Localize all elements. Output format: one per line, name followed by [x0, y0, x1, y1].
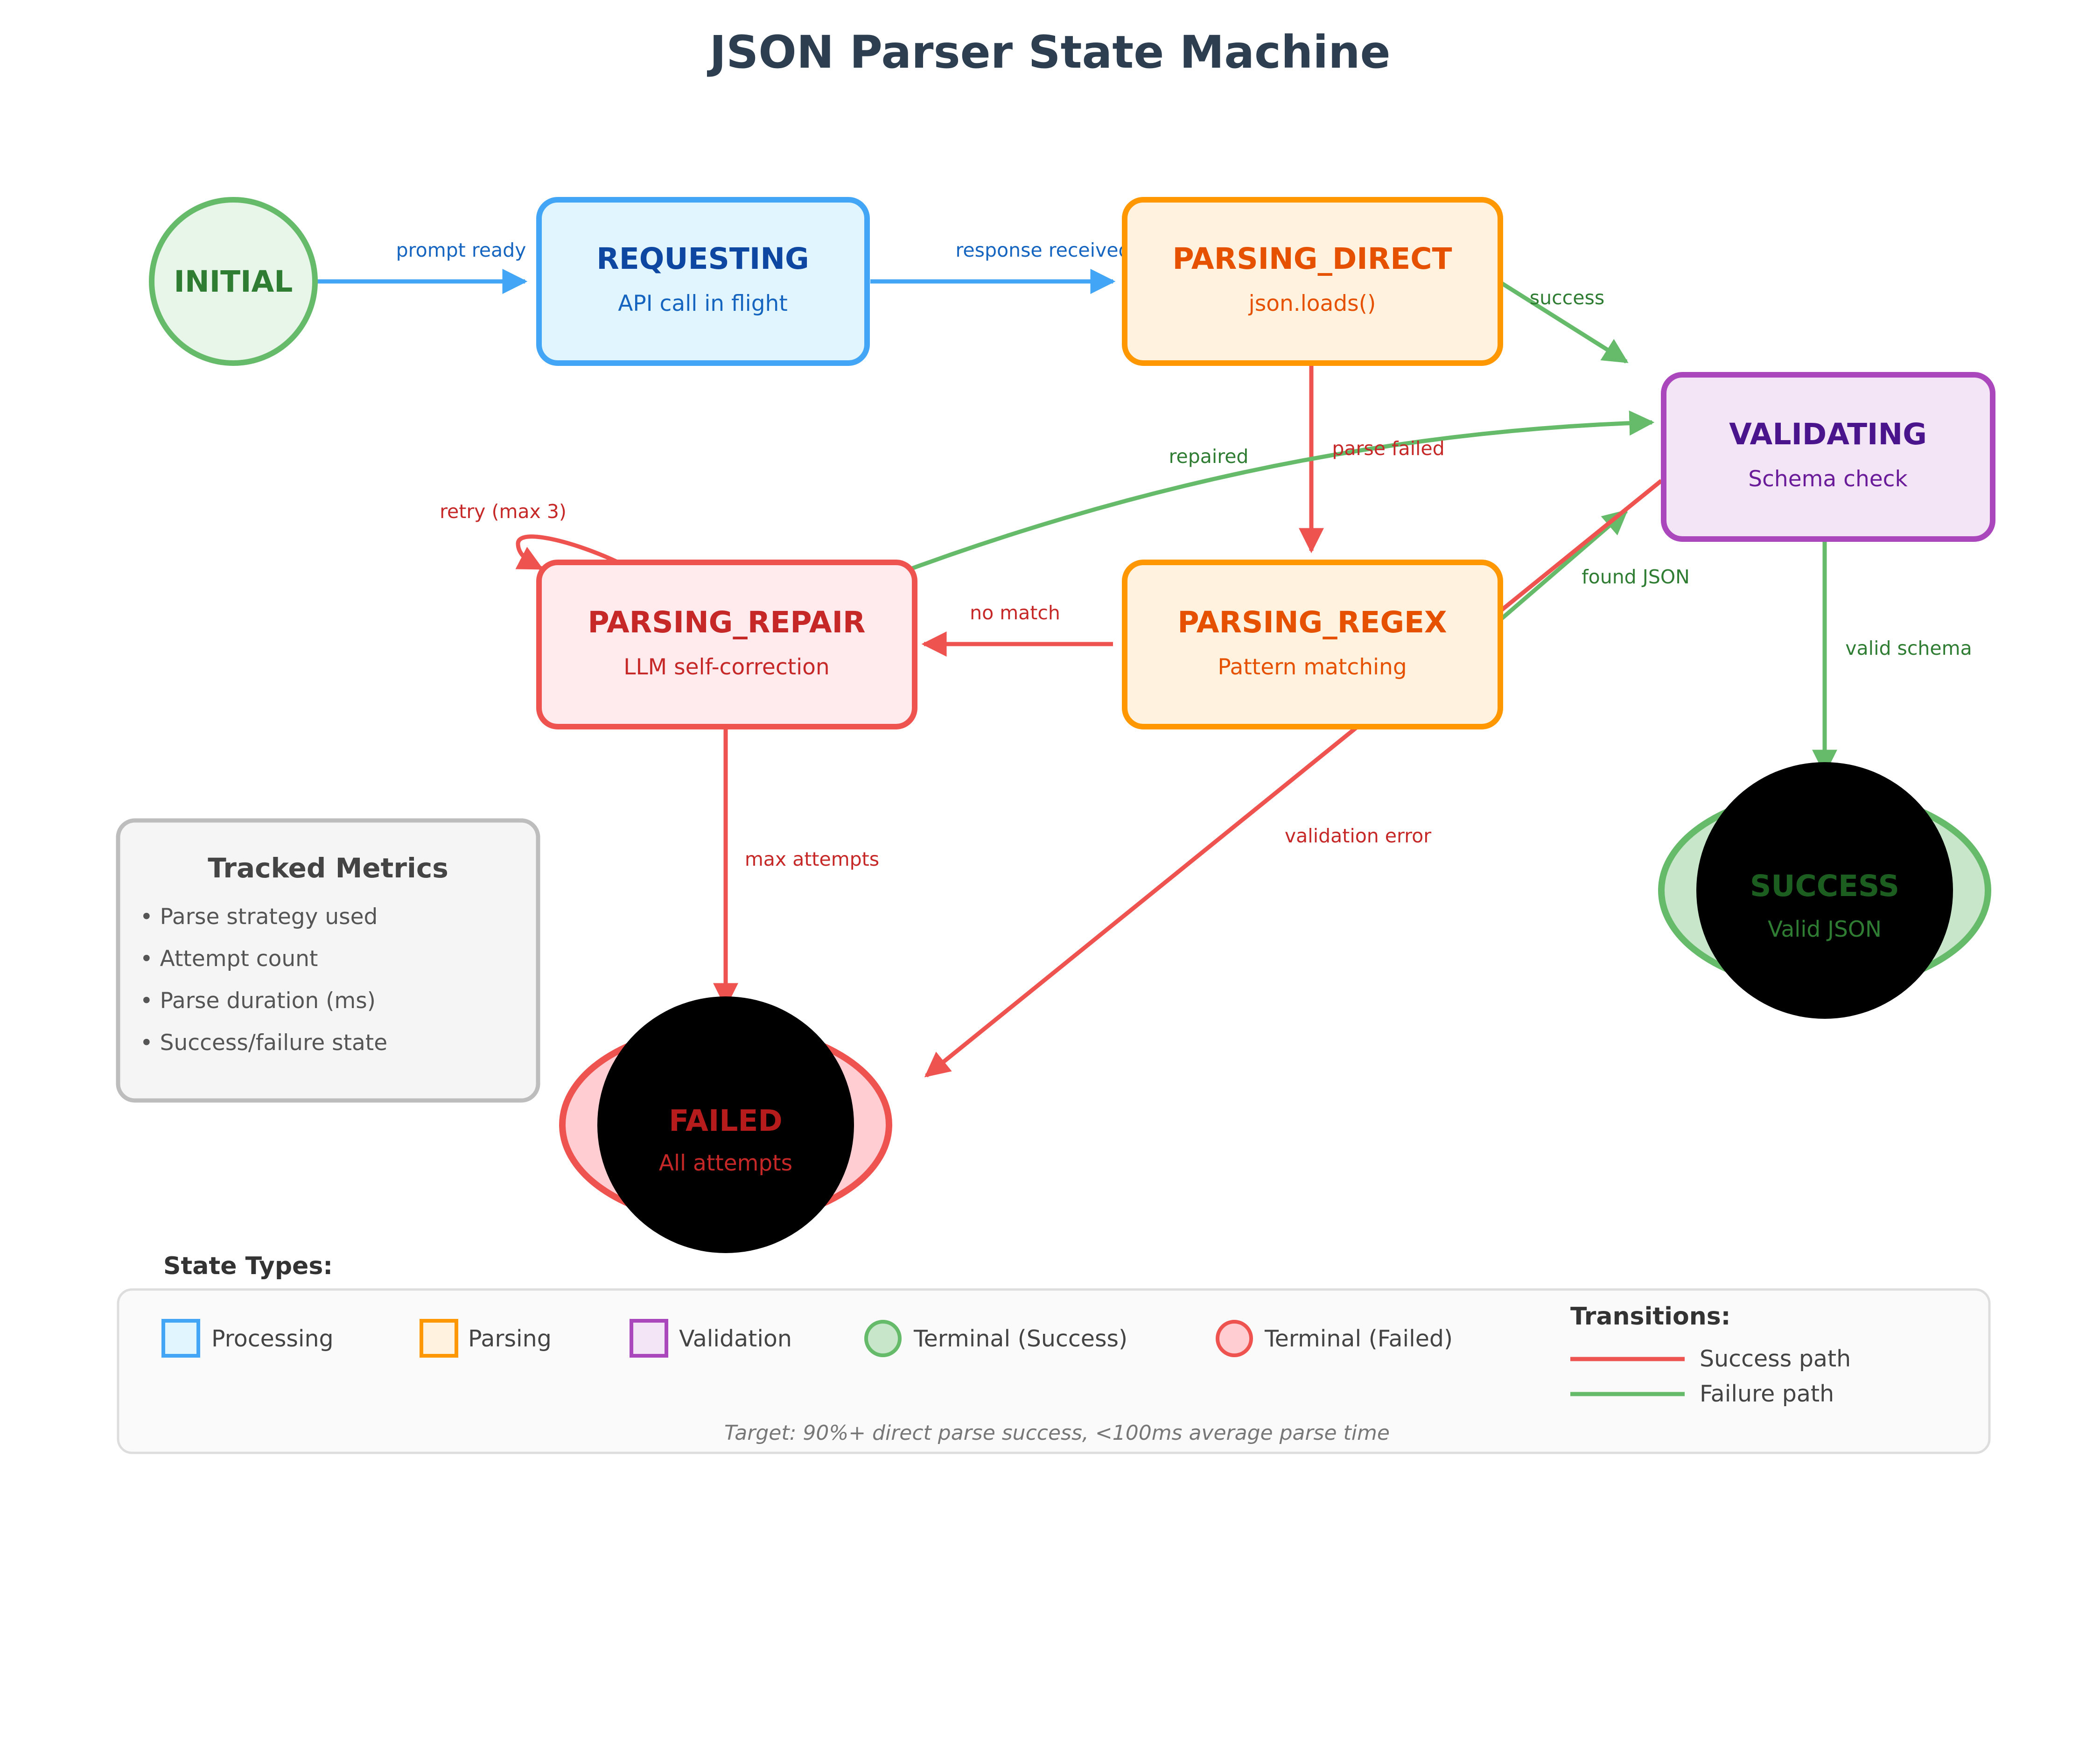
label-found-json: found JSON: [1582, 566, 1690, 588]
legend-success-path-label: Success path: [1700, 1346, 1851, 1372]
label-response-received: response received: [955, 239, 1130, 261]
metrics-item: • Attempt count: [140, 946, 318, 972]
edges: [317, 269, 1837, 1078]
legend-label: Terminal (Success): [913, 1325, 1127, 1352]
success-inner-shape: [1696, 762, 1953, 1019]
metrics-item: • Parse strategy used: [140, 904, 378, 930]
legend-label: Processing: [211, 1325, 334, 1352]
edge-labels: prompt ready response received success r…: [396, 239, 1972, 870]
state-parsing-repair-subtitle: LLM self-correction: [623, 654, 829, 680]
label-validation-error: validation error: [1285, 825, 1431, 847]
metrics-panel: Tracked Metrics • Parse strategy used • …: [116, 818, 540, 1103]
state-failed-name: FAILED: [669, 1104, 782, 1138]
legend-heading: State Types:: [163, 1252, 333, 1280]
state-failed: FAILED All attempts: [559, 996, 892, 1253]
legend-item-validation: Validation: [630, 1319, 792, 1358]
state-validating-subtitle: Schema check: [1748, 466, 1908, 492]
metrics-item: • Success/failure state: [140, 1030, 387, 1056]
parsing-regex-shape: [1122, 560, 1503, 729]
metrics-title: Tracked Metrics: [208, 852, 448, 884]
label-max-attempts: max attempts: [745, 848, 879, 870]
state-parsing-repair: PARSING_REPAIR LLM self-correction: [536, 560, 917, 729]
label-repaired: repaired: [1169, 445, 1249, 468]
edge-regex-to-validating: [1499, 509, 1629, 622]
legend-swatch-terminal-failed: [1216, 1320, 1253, 1357]
label-success: success: [1530, 287, 1604, 309]
state-initial-name: INITIAL: [174, 265, 293, 299]
legend: State Types: Processing Parsing Validati…: [117, 1252, 1991, 1454]
state-failed-subtitle: All attempts: [659, 1150, 792, 1176]
validating-shape: [1661, 372, 1995, 542]
parsing-direct-shape: [1122, 197, 1503, 366]
state-validating: VALIDATING Schema check: [1661, 372, 1995, 542]
state-parsing-regex: PARSING_REGEX Pattern matching: [1122, 560, 1503, 729]
edge-repair-to-validating: [865, 410, 1655, 588]
legend-swatch-processing: [161, 1319, 200, 1358]
state-parsing-direct-name: PARSING_DIRECT: [1173, 242, 1452, 276]
metrics-box: [116, 818, 540, 1103]
parsing-repair-shape: [536, 560, 917, 729]
state-parsing-repair-name: PARSING_REPAIR: [588, 605, 865, 639]
legend-item-parsing: Parsing: [420, 1319, 552, 1358]
state-parsing-regex-name: PARSING_REGEX: [1177, 605, 1447, 639]
state-requesting: REQUESTING API call in flight: [536, 197, 870, 366]
metrics-item: • Parse duration (ms): [140, 988, 376, 1014]
state-success-subtitle: Valid JSON: [1768, 917, 1882, 942]
edge-direct-to-validating: [1499, 280, 1629, 364]
label-valid-schema: valid schema: [1845, 637, 1972, 659]
label-no-match: no match: [970, 602, 1060, 624]
label-prompt-ready: prompt ready: [396, 239, 526, 261]
state-requesting-name: REQUESTING: [596, 242, 809, 276]
state-requesting-subtitle: API call in flight: [618, 291, 788, 316]
legend-box: [117, 1288, 1991, 1454]
legend-transitions-heading: Transitions:: [1570, 1303, 1730, 1331]
legend-item-processing: Processing: [161, 1319, 334, 1358]
legend-label: Validation: [679, 1325, 792, 1352]
failed-inner-shape: [597, 996, 854, 1253]
legend-swatch-terminal-success: [864, 1320, 902, 1357]
legend-label: Parsing: [468, 1325, 552, 1352]
legend-failure-path-label: Failure path: [1700, 1381, 1834, 1407]
legend-item-terminal-failed: Terminal (Failed): [1216, 1320, 1453, 1357]
edge-validating-to-failed: [924, 479, 1663, 1078]
legend-label: Terminal (Failed): [1264, 1325, 1453, 1352]
state-parsing-regex-subtitle: Pattern matching: [1218, 654, 1407, 680]
state-parsing-direct: PARSING_DIRECT json.loads(): [1122, 197, 1503, 366]
state-success-name: SUCCESS: [1750, 869, 1899, 903]
label-retry: retry (max 3): [440, 500, 567, 523]
initial-shape: [149, 197, 318, 366]
legend-swatch-validation: [630, 1319, 668, 1358]
legend-swatch-parsing: [420, 1319, 458, 1358]
legend-transitions: Transitions: Success path Failure path: [1570, 1303, 1851, 1407]
edge-repair-retry-loop: [515, 534, 619, 570]
legend-item-terminal-success: Terminal (Success): [864, 1320, 1127, 1357]
diagram-title: JSON Parser State Machine: [707, 26, 1390, 78]
state-parsing-direct-subtitle: json.loads(): [1248, 291, 1376, 316]
state-initial: INITIAL: [149, 197, 318, 366]
requesting-shape: [536, 197, 870, 366]
label-parse-failed: parse failed: [1332, 437, 1444, 460]
legend-note: Target: 90%+ direct parse success, <100m…: [724, 1421, 1390, 1445]
state-validating-name: VALIDATING: [1729, 417, 1927, 451]
state-success: SUCCESS Valid JSON: [1658, 762, 1991, 1019]
